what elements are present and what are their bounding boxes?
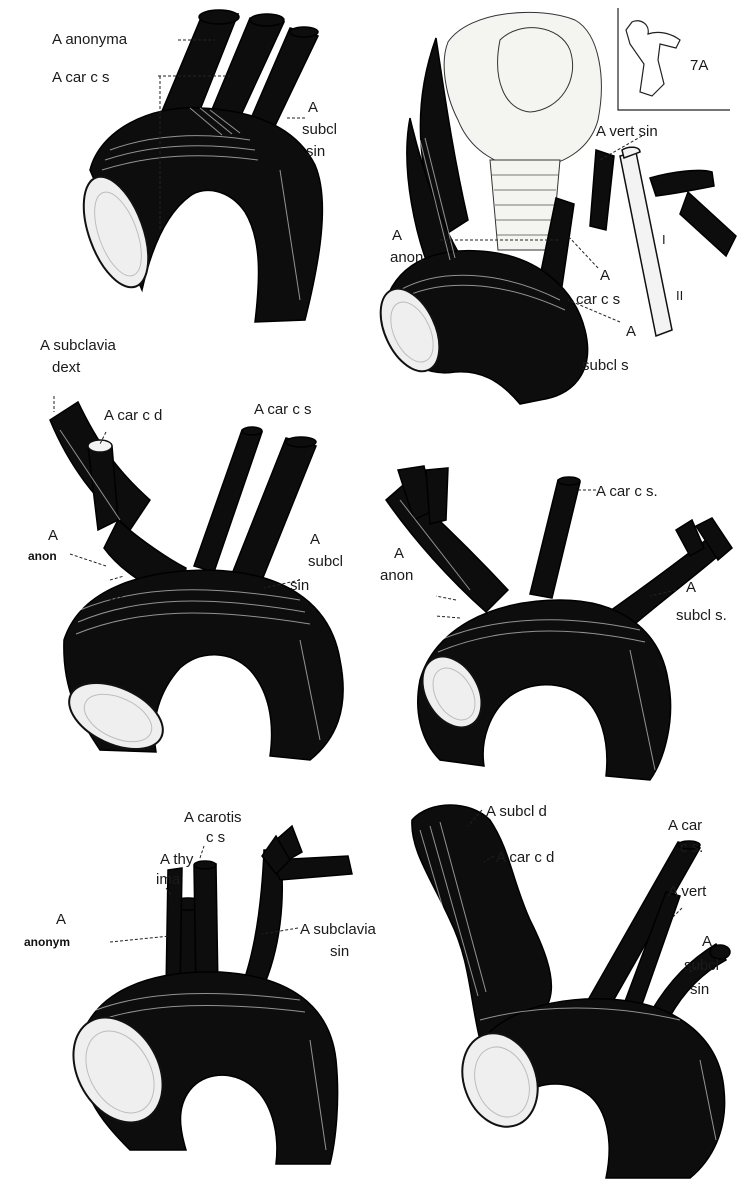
figure-top-right: 7A	[369, 8, 736, 404]
label-anon: anon	[390, 249, 423, 266]
vessel-arch-bottom-right	[412, 805, 730, 1178]
vessel-arch-top-left	[71, 10, 323, 322]
label-a-subcl-prefix: A	[310, 531, 320, 548]
label-a-prefix: A	[56, 911, 66, 928]
label-a-subclavia: A subclavia	[300, 921, 377, 938]
label-a-car-prefix: A	[600, 267, 610, 284]
label-a-car-c-d: A car c d	[496, 849, 554, 866]
label-a-anon-prefix: A	[394, 545, 404, 562]
label-a-car-c-s: A car c s	[254, 401, 312, 418]
label-a-subcl-d: A subcl d	[486, 803, 547, 820]
label-a-anonyma: A anonyma	[52, 31, 128, 48]
label-a-thy: A thy	[160, 851, 194, 868]
label-a-car-c-s: A car c s.	[596, 483, 658, 500]
label-c-s: c s.	[680, 839, 703, 856]
label-a-subcl-prefix: A	[626, 323, 636, 340]
label-c-s: c s	[206, 829, 225, 846]
label-dext: dext	[52, 359, 81, 376]
label-a-car: A car	[668, 817, 702, 834]
inset-figure-7a	[618, 8, 730, 110]
label-sin: sin	[690, 981, 709, 998]
label-sin: sin	[306, 143, 325, 160]
label-subcl: subcl	[684, 957, 719, 974]
label-subcl-s: subcl s	[582, 357, 629, 374]
figure-bottom-right: A subcl d A car c d A car c s. A vert A …	[412, 803, 730, 1178]
thyroid-trachea-tissue	[444, 12, 601, 250]
label-roman-i: I	[662, 232, 666, 247]
label-a-car-c-s: A car c s	[52, 69, 110, 86]
label-sin: sin	[330, 943, 349, 960]
label-a-car-c-d: A car c d	[104, 407, 162, 424]
label-subcl: subcl	[302, 121, 337, 138]
label-a-prefix: A	[702, 933, 712, 950]
label-car-c-s: car c s	[576, 291, 620, 308]
label-a-anon-prefix: A	[48, 527, 58, 544]
label-subcl-s: subcl s.	[676, 607, 727, 624]
label-roman-ii: II	[676, 288, 683, 303]
figure-top-left: A anonyma A car c s A subcl sin	[52, 10, 337, 322]
label-7a: 7A	[690, 57, 708, 74]
label-anon: anon	[28, 549, 57, 563]
label-a-vert: A vert	[668, 883, 707, 900]
label-a-subclavia: A subclavia	[40, 337, 117, 354]
figure-bottom-left: A carotis c s A thy ima A anonym A subcl…	[24, 809, 377, 1164]
label-a-anon-prefix: A	[392, 227, 402, 244]
label-a-carotis: A carotis	[184, 809, 242, 826]
figure-middle-left: A subclavia dext A car c d A car c s A a…	[28, 337, 343, 763]
label-anon: anon	[380, 567, 413, 584]
label-ima: ima	[156, 871, 181, 888]
label-a-vert-sin: A vert sin	[596, 123, 658, 140]
label-a-subcl-prefix: A	[308, 99, 318, 116]
vessel-arch-bottom-left	[55, 826, 352, 1164]
label-a-subcl-prefix: A	[686, 579, 696, 596]
label-sin: sin	[290, 577, 309, 594]
label-anonym: anonym	[24, 935, 70, 949]
figure-middle-right: A car c s. A anon A subcl s.	[380, 466, 732, 780]
label-subcl: subcl	[308, 553, 343, 570]
